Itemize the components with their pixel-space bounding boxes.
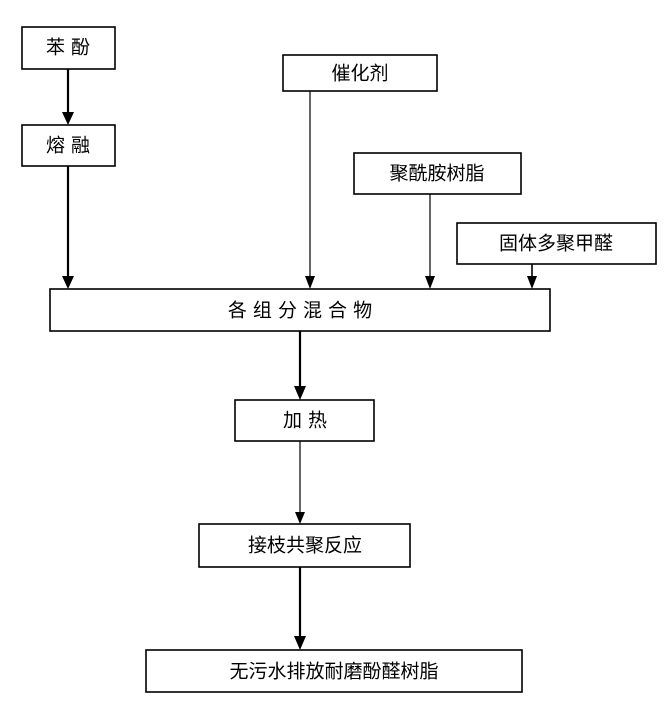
node-heating-label: 加 热: [283, 410, 327, 432]
node-melt-box: [21, 124, 116, 167]
node-heating-box: [234, 399, 375, 442]
node-catalyst-box: [282, 54, 438, 92]
node-heating: 加 热: [234, 399, 375, 442]
node-phenol-label: 苯 酚: [46, 37, 90, 59]
node-mixture-label: 各 组 分 混 合 物: [228, 300, 372, 322]
node-polyamide-resin-label: 聚酰胺树脂: [389, 163, 484, 185]
node-melt: 熔 融: [21, 124, 116, 167]
node-phenol-box: [21, 26, 116, 70]
node-graft-copolymerization-box: [198, 523, 411, 568]
node-product-box: [145, 649, 523, 693]
node-mixture: 各 组 分 混 合 物: [49, 288, 551, 332]
arrowhead-melt: [62, 112, 74, 125]
node-product: 无污水排放耐磨酚醛树脂: [145, 649, 523, 693]
arrowhead-mixture-from-melt: [62, 276, 74, 289]
arrowhead-product: [294, 636, 306, 650]
node-melt-label: 熔 融: [46, 135, 90, 157]
node-catalyst-label: 催化剂: [331, 63, 388, 85]
node-solid-paraformaldehyde-box: [456, 222, 657, 265]
node-catalyst: 催化剂: [282, 54, 438, 92]
arrowhead-mixture-from-catalyst: [305, 276, 315, 289]
arrowhead-graft: [295, 512, 305, 524]
node-product-label: 无污水排放耐磨酚醛树脂: [229, 661, 438, 683]
arrowhead-mixture-from-polyamide: [425, 276, 435, 289]
node-solid-paraformaldehyde: 固体多聚甲醛: [456, 222, 657, 265]
node-polyamide-resin: 聚酰胺树脂: [353, 152, 522, 195]
connectors: [62, 69, 537, 650]
node-solid-paraformaldehyde-label: 固体多聚甲醛: [499, 233, 613, 255]
node-graft-copolymerization-label: 接枝共聚反应: [248, 535, 362, 557]
node-polyamide-resin-box: [353, 152, 522, 195]
arrowhead-mixture-from-paraformaldehyde: [527, 276, 537, 289]
node-graft-copolymerization: 接枝共聚反应: [198, 523, 411, 568]
node-phenol: 苯 酚: [21, 26, 116, 70]
arrowhead-heating: [294, 386, 306, 400]
node-mixture-box: [49, 288, 551, 332]
